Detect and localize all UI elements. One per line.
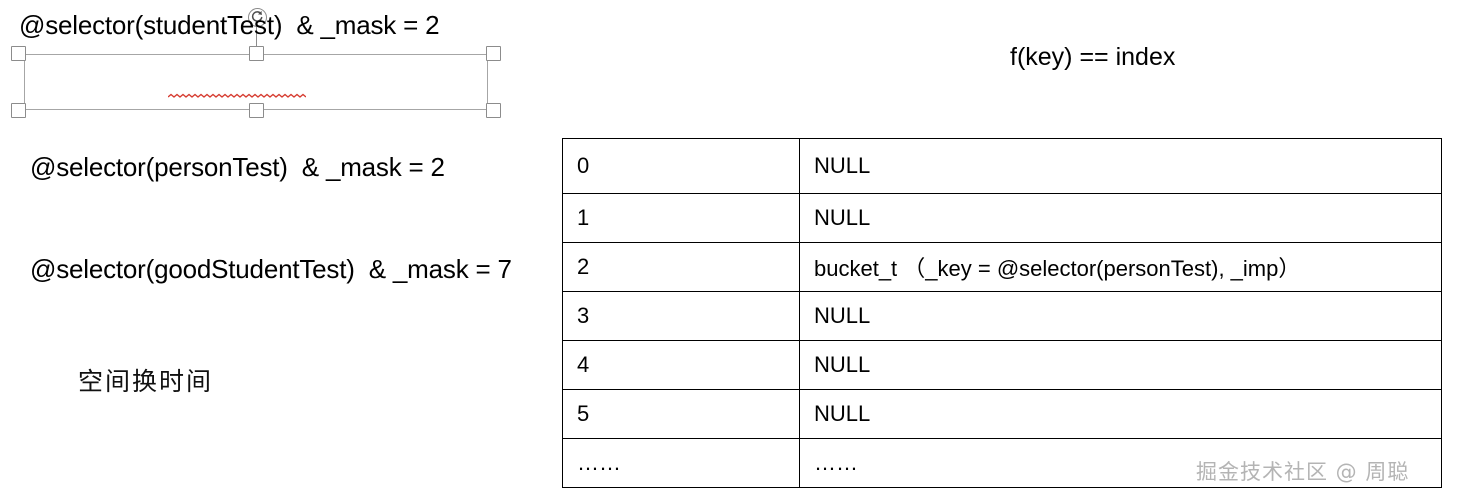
table-row[interactable]: 4 NULL [562, 340, 1442, 390]
table-row[interactable]: 0 NULL [562, 138, 1442, 194]
table-cell-index: …… [562, 438, 800, 488]
table-cell-value: bucket_t （_key = @selector(personTest), … [799, 242, 1442, 292]
table-cell-value: …… [799, 438, 1442, 488]
table-cell-index: 4 [562, 340, 800, 390]
table-row[interactable]: 1 NULL [562, 193, 1442, 243]
table-cell-value: NULL [799, 138, 1442, 194]
table-cell-index: 3 [562, 291, 800, 341]
resize-handle-top-middle[interactable] [249, 46, 264, 61]
table-cell-value: NULL [799, 193, 1442, 243]
spellcheck-underline-icon [168, 93, 306, 98]
table-cell-index: 5 [562, 389, 800, 439]
table-row[interactable]: …… …… [562, 438, 1442, 488]
textbox-line-student-test[interactable]: @selector(studentTest) & _mask = 2 [19, 10, 440, 40]
table-row[interactable]: 3 NULL [562, 291, 1442, 341]
table-cell-index: 0 [562, 138, 800, 194]
resize-handle-bottom-middle[interactable] [249, 103, 264, 118]
resize-handle-bottom-left[interactable] [11, 103, 26, 118]
table-cell-index: 2 [562, 242, 800, 292]
selection-border-right [487, 54, 488, 110]
resize-handle-top-left[interactable] [11, 46, 26, 61]
selected-textbox[interactable] [11, 8, 501, 118]
textbox-line-person-test[interactable]: @selector(personTest) & _mask = 2 [30, 152, 445, 182]
hash-bucket-table[interactable]: 0 NULL 1 NULL 2 bucket_t （_key = @select… [562, 138, 1442, 488]
table-cell-value: NULL [799, 389, 1442, 439]
rotate-handle-stem [256, 26, 257, 54]
table-row[interactable]: 2 bucket_t （_key = @selector(personTest)… [562, 242, 1442, 292]
table-row[interactable]: 5 NULL [562, 389, 1442, 439]
selection-border [18, 54, 494, 110]
resize-handle-top-right[interactable] [486, 46, 501, 61]
selection-border-left [24, 54, 25, 110]
table-cell-value: NULL [799, 291, 1442, 341]
textbox-line-good-student-test[interactable]: @selector(goodStudentTest) & _mask = 7 [30, 254, 512, 284]
table-cell-value: NULL [799, 340, 1442, 390]
note-space-for-time[interactable]: 空间换时间 [78, 367, 214, 396]
resize-handle-bottom-right[interactable] [486, 103, 501, 118]
rotate-handle-icon[interactable] [248, 8, 267, 27]
table-cell-index: 1 [562, 193, 800, 243]
hash-function-heading: f(key) == index [1010, 43, 1176, 71]
